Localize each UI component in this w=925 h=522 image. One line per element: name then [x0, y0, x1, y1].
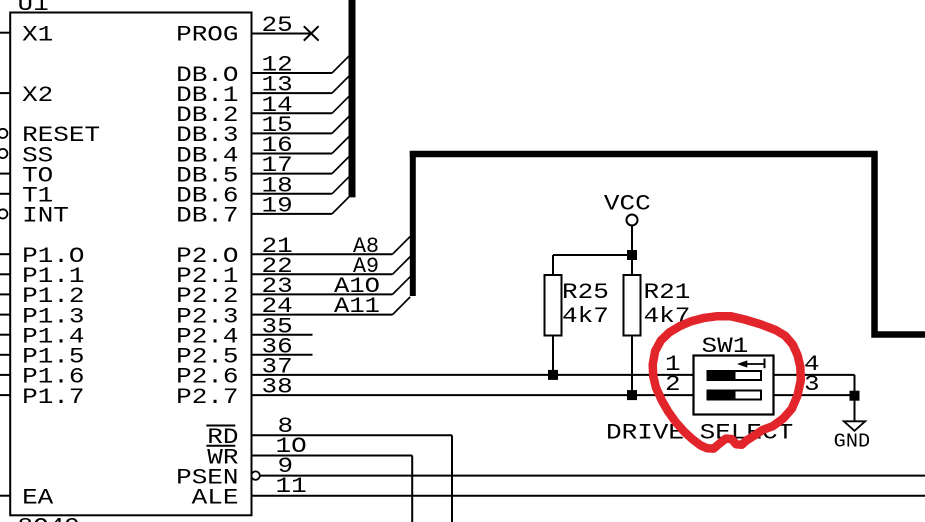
- svg-text:PSEN: PSEN: [176, 464, 238, 490]
- svg-text:X2: X2: [22, 82, 53, 108]
- svg-text:P2.O: P2.O: [176, 243, 238, 269]
- svg-text:TO: TO: [22, 162, 53, 188]
- svg-text:12: 12: [262, 52, 293, 78]
- svg-text:VCC: VCC: [604, 191, 651, 217]
- svg-text:P1.1: P1.1: [22, 263, 84, 289]
- svg-text:SS: SS: [22, 142, 53, 168]
- svg-text:19: 19: [262, 193, 293, 219]
- svg-text:DB.O: DB.O: [176, 62, 238, 88]
- svg-text:3: 3: [804, 371, 820, 397]
- svg-text:1O: 1O: [276, 433, 307, 459]
- svg-text:1: 1: [665, 351, 681, 377]
- svg-text:P1.O: P1.O: [22, 243, 84, 269]
- svg-text:DB.7: DB.7: [176, 203, 238, 229]
- svg-text:16: 16: [262, 132, 293, 158]
- svg-text:25: 25: [262, 12, 293, 38]
- svg-text:PROG: PROG: [176, 22, 238, 48]
- svg-text:P2.7: P2.7: [176, 384, 238, 410]
- svg-text:23: 23: [262, 273, 293, 299]
- svg-text:8: 8: [278, 413, 294, 439]
- svg-text:13: 13: [262, 72, 293, 98]
- svg-text:P1.7: P1.7: [22, 384, 84, 410]
- svg-text:P1.3: P1.3: [22, 303, 84, 329]
- svg-text:P1.5: P1.5: [22, 344, 84, 370]
- svg-text:11: 11: [276, 473, 307, 499]
- svg-text:A9: A9: [353, 253, 379, 279]
- svg-text:21: 21: [262, 233, 293, 259]
- svg-text:17: 17: [262, 152, 293, 178]
- svg-text:P1.2: P1.2: [22, 283, 84, 309]
- svg-text:14: 14: [262, 92, 293, 118]
- svg-text:T1: T1: [22, 183, 53, 209]
- svg-text:P2.4: P2.4: [176, 324, 238, 350]
- svg-text:INT: INT: [22, 203, 69, 229]
- svg-text:P1.4: P1.4: [22, 324, 84, 350]
- svg-text:DB.1: DB.1: [176, 82, 238, 108]
- svg-text:RESET: RESET: [22, 122, 100, 148]
- svg-text:EA: EA: [22, 485, 54, 511]
- svg-text:DB.3: DB.3: [176, 122, 238, 148]
- svg-text:R21: R21: [644, 279, 691, 305]
- svg-text:P2.2: P2.2: [176, 283, 238, 309]
- svg-text:WR: WR: [207, 444, 238, 470]
- svg-text:DB.6: DB.6: [176, 183, 238, 209]
- svg-text:X1: X1: [22, 22, 53, 48]
- svg-text:4k7: 4k7: [562, 303, 609, 329]
- svg-text:DB.2: DB.2: [176, 102, 238, 128]
- svg-text:2: 2: [665, 371, 681, 397]
- svg-text:18: 18: [262, 172, 293, 198]
- svg-text:DB.5: DB.5: [176, 162, 238, 188]
- svg-text:P2.5: P2.5: [176, 344, 238, 370]
- svg-text:9: 9: [278, 453, 294, 479]
- svg-text:GND: GND: [834, 430, 870, 452]
- svg-text:P2.3: P2.3: [176, 303, 238, 329]
- svg-text:P2.6: P2.6: [176, 364, 238, 390]
- svg-text:U1: U1: [18, 0, 49, 17]
- svg-text:DB.4: DB.4: [176, 142, 238, 168]
- svg-text:P2.1: P2.1: [176, 263, 238, 289]
- svg-text:A8: A8: [353, 233, 379, 259]
- svg-text:A11: A11: [334, 293, 380, 319]
- svg-text:P1.6: P1.6: [22, 364, 84, 390]
- svg-text:A1O: A1O: [334, 273, 380, 299]
- svg-text:22: 22: [262, 253, 293, 279]
- svg-text:4: 4: [804, 351, 820, 377]
- svg-text:8O49: 8O49: [18, 514, 80, 522]
- svg-text:R25: R25: [562, 279, 609, 305]
- svg-text:24: 24: [262, 293, 293, 319]
- svg-text:15: 15: [262, 112, 293, 138]
- svg-text:ALE: ALE: [192, 485, 239, 511]
